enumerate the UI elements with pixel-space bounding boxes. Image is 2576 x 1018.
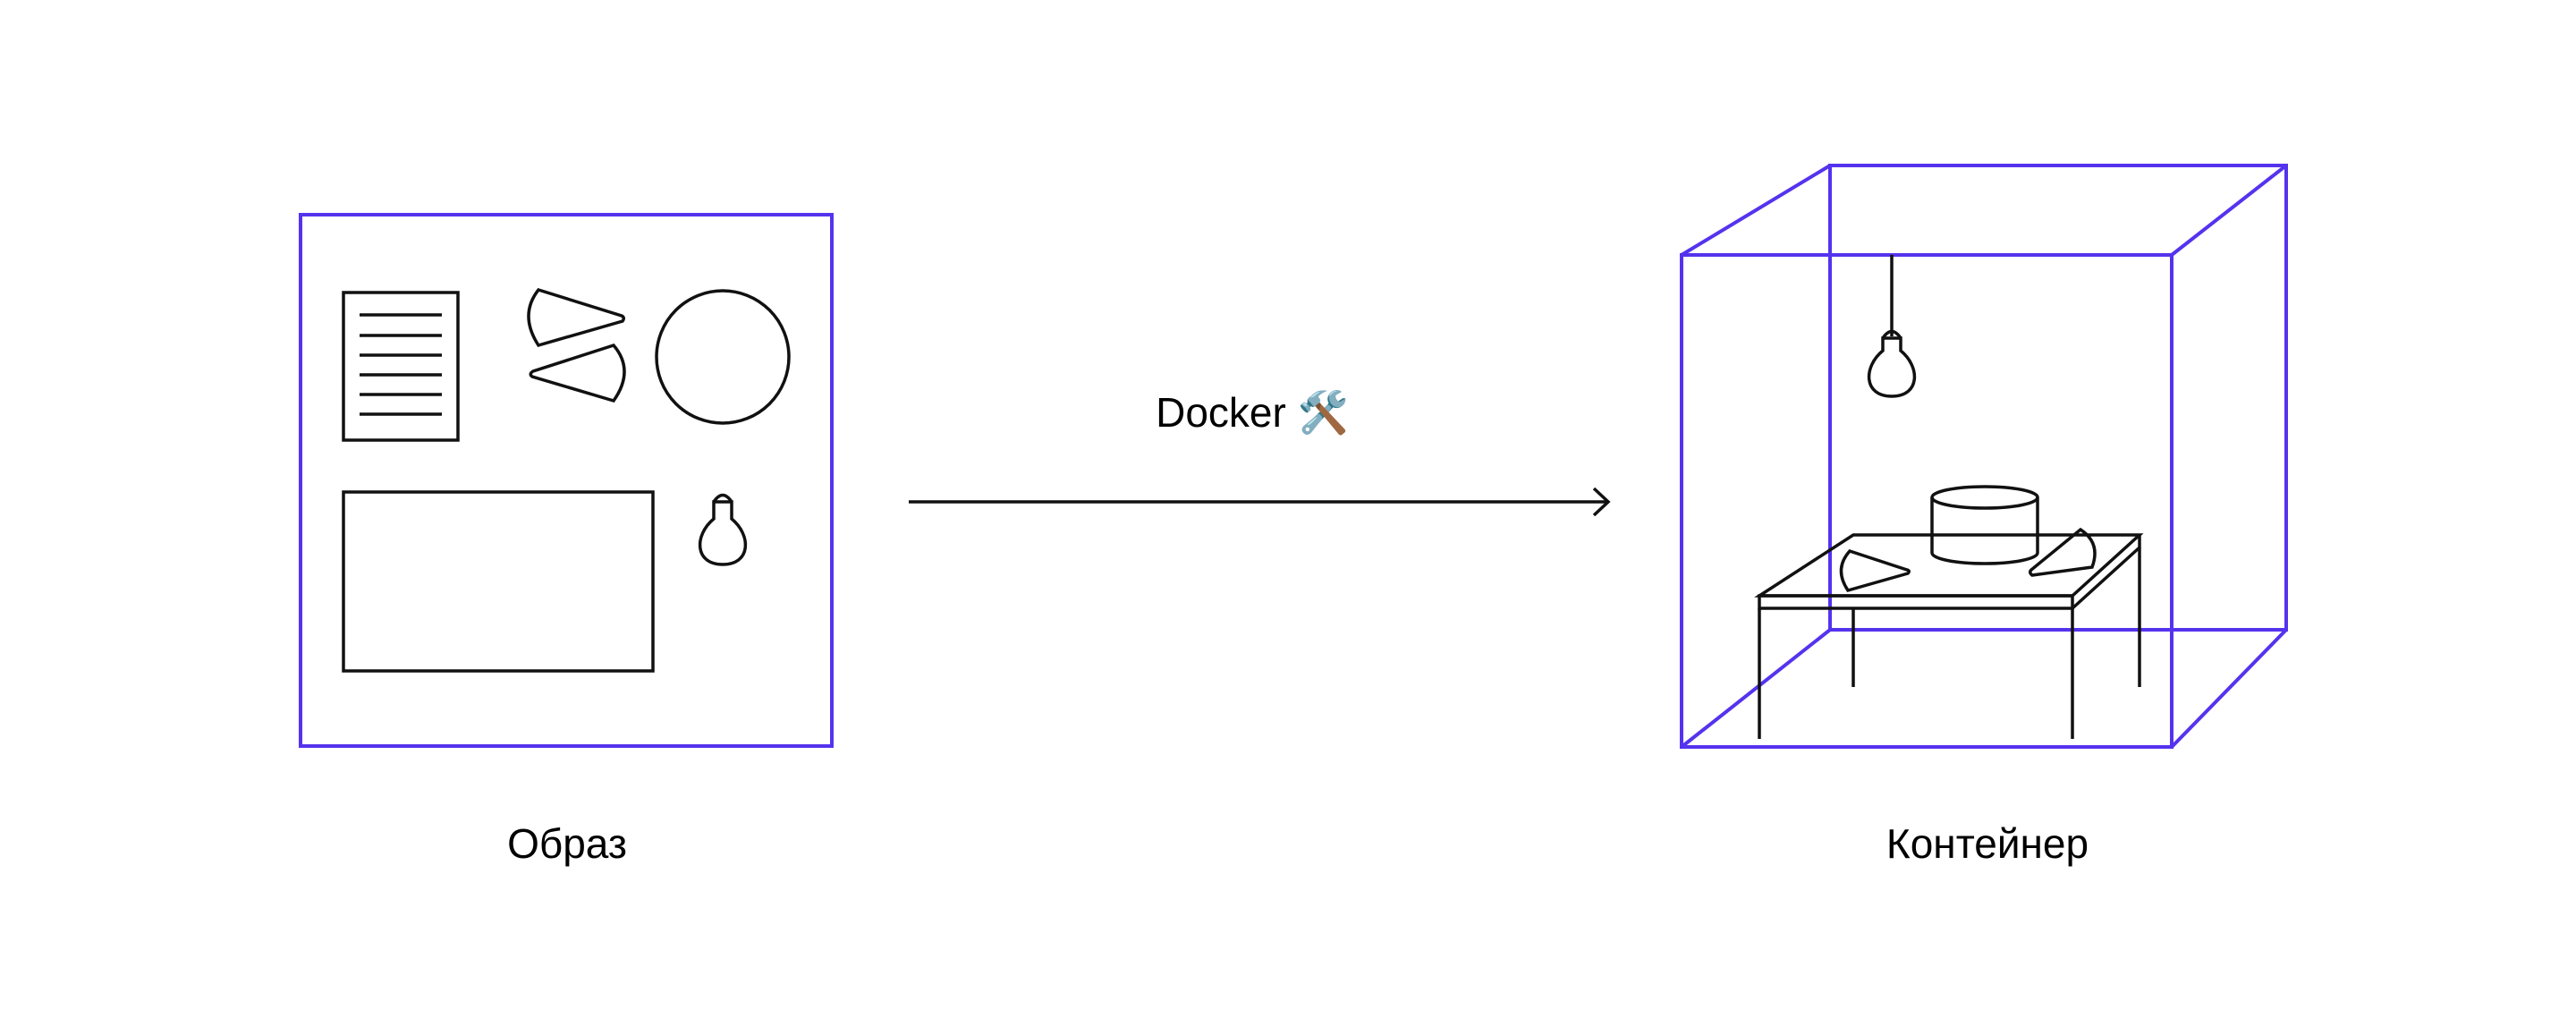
image-frame <box>299 213 834 748</box>
image-label: Образ <box>507 820 627 867</box>
arrow-label: Docker 🛠️ <box>1156 389 1349 436</box>
circle-icon <box>655 289 791 425</box>
container-cube <box>1680 164 2288 749</box>
document-icon <box>342 291 460 442</box>
hanging-lightbulb-icon <box>1868 255 1916 398</box>
transform-arrow <box>909 487 1611 517</box>
image-group <box>299 213 834 748</box>
container-group <box>1680 164 2288 749</box>
cone-icon-bottom <box>529 343 626 403</box>
table-cone-icon-right <box>2028 527 2097 577</box>
table-cone-icon-left <box>1839 548 1911 593</box>
container-label: Контейнер <box>1885 820 2089 867</box>
table-icon <box>1754 533 2144 739</box>
rectangle-shape <box>342 490 655 673</box>
cone-icon-top <box>527 287 626 348</box>
lightbulb-icon <box>699 493 747 566</box>
cylinder-icon <box>1930 485 2039 565</box>
